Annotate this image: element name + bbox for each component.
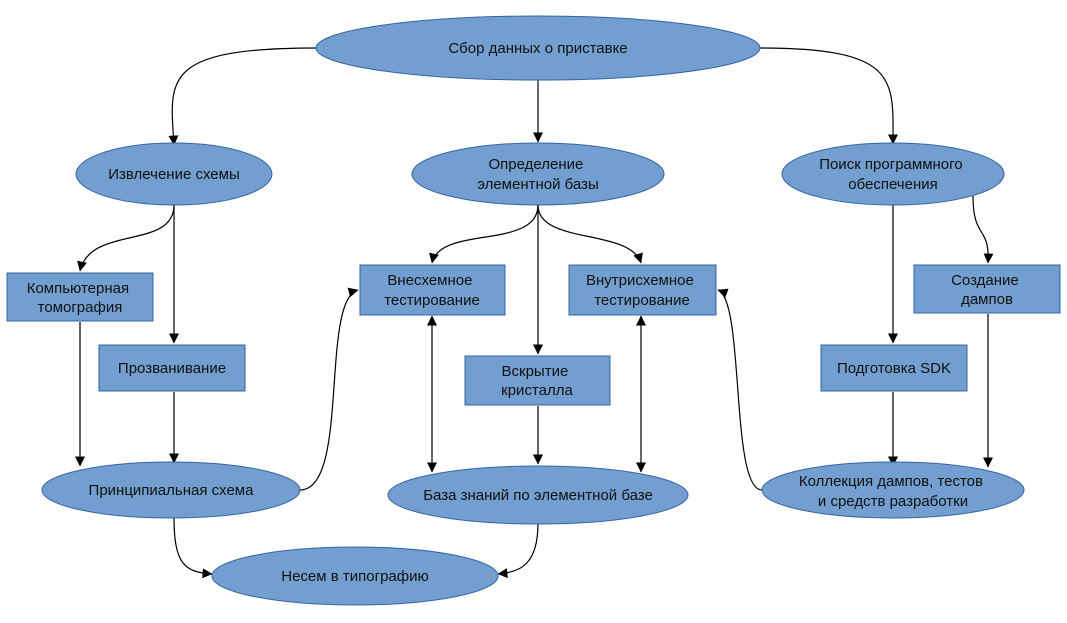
node-label-line: Извлечение схемы [108, 166, 239, 183]
node-principialnaya-shema: Принципиальная схема [41, 461, 301, 519]
svg-text:Подготовка SDK: Подготовка SDK [837, 360, 951, 377]
node-label-line: Прозванивание [118, 360, 226, 377]
node-label-line: элементной базы [477, 176, 598, 193]
node-label-line: тестирование [384, 292, 480, 309]
node-label-line: Подготовка SDK [837, 360, 951, 377]
node-label-line: кристалла [501, 382, 573, 399]
node-poisk-po: Поиск программного обеспечения [781, 142, 1005, 206]
node-baza-znaniy: База знаний по элементной базе [387, 465, 689, 525]
node-label-line: тестирование [594, 292, 690, 309]
edges [75, 47, 994, 579]
svg-text:База знаний по элементной базе: База знаний по элементной базе [423, 487, 653, 504]
edge-izvlechenie-to-tomografiya [77, 204, 175, 272]
node-vneshemnoe-testirovanie: Внесхемное тестирование [359, 264, 506, 316]
edge-sbor-to-izvlechenie [168, 47, 317, 146]
edge-kollekciya-to-vnutrishemnoe [717, 288, 763, 491]
node-shape [98, 344, 246, 392]
edge-principialnaya-to-vneshemnoe [299, 287, 359, 491]
node-label-line: База знаний по элементной базе [423, 487, 653, 504]
node-shape [41, 461, 301, 519]
node-label-line: Внутрисхемное [586, 272, 694, 289]
node-shape [761, 461, 1025, 519]
svg-text:Коллекция дампов, тестов: Коллекция дампов, тестов и средств разра… [799, 473, 987, 510]
svg-text:Принципиальная схема: Принципиальная схема [89, 482, 255, 499]
node-shape [315, 15, 761, 81]
nodes: Сбор данных о приставке Извлечение схемы… [6, 15, 1061, 606]
node-izvlechenie-shemy: Извлечение схемы [75, 142, 273, 206]
node-label-line: и средств разработки [818, 493, 968, 510]
node-label-line: Создание [951, 272, 1019, 289]
node-vnutrishemnoe-testirovanie: Внутрисхемное тестирование [568, 264, 717, 316]
node-sozdanie-dampov: Создание дампов [913, 264, 1061, 314]
edge-sbor-to-poisk [759, 47, 899, 145]
svg-text:Внутрисхемное тестиров: Внутрисхемное тестирование [586, 272, 698, 309]
svg-text:Создание дампов: Создание дампов [951, 272, 1023, 308]
node-shape [464, 355, 611, 406]
svg-text:Поиск программного обе: Поиск программного обеспечения [819, 156, 967, 193]
node-label-line: томография [38, 299, 123, 316]
node-label-line: Несем в типографию [281, 568, 428, 585]
edge-poisk-to-sozdanie [972, 195, 994, 264]
edge-opredelenie-to-vneshemnoe [429, 204, 539, 264]
node-kompyuternaya-tomografiya: Компьютерная томография [6, 272, 154, 322]
node-prozvanivanie: Прозванивание [98, 344, 246, 392]
svg-text:Извлечение схемы: Извлечение схемы [108, 166, 239, 183]
node-vskrytie-kristalla: Вскрытие кристалла [464, 355, 611, 406]
svg-text:Компьютерная томографи: Компьютерная томография [27, 280, 134, 316]
edge-opredelenie-to-vnutrishemnoe [537, 204, 643, 264]
node-label-line: дампов [961, 291, 1013, 308]
node-label-line: Вскрытие [502, 363, 569, 380]
svg-text:Прозванивание: Прозванивание [118, 360, 226, 377]
node-podgotovka-sdk: Подготовка SDK [820, 344, 968, 392]
svg-text:Сбор данных о приставке: Сбор данных о приставке [448, 40, 627, 57]
node-label-line: Коллекция дампов, тестов [799, 473, 983, 490]
node-shape [75, 142, 273, 206]
svg-text:Внесхемное тестировани: Внесхемное тестирование [384, 272, 480, 309]
node-shape [568, 264, 717, 316]
svg-text:Определение элементной: Определение элементной базы [477, 156, 598, 193]
node-sbor-dannyh: Сбор данных о приставке [315, 15, 761, 81]
node-label-line: Сбор данных о приставке [448, 40, 627, 57]
edge-baza-to-nesem [497, 522, 539, 579]
node-label-line: обеспечения [848, 176, 938, 193]
node-label-line: Внесхемное [387, 272, 472, 289]
node-nesem-v-tipografiyu: Несем в типографию [211, 546, 499, 606]
svg-text:Несем в типографию: Несем в типографию [281, 568, 428, 585]
node-shape [411, 142, 665, 206]
node-label-line: Определение [488, 156, 583, 173]
node-label-line: Компьютерная [27, 280, 129, 297]
node-shape [6, 272, 154, 322]
node-shape [387, 465, 689, 525]
edge-principialnaya-to-nesem [173, 516, 213, 579]
node-shape [211, 546, 499, 606]
node-shape [781, 142, 1005, 206]
node-shape [913, 264, 1061, 314]
node-label-line: Поиск программного [819, 156, 962, 173]
node-kollekciya-dampov: Коллекция дампов, тестов и средств разра… [761, 461, 1025, 519]
node-opredelenie-elementnoy-bazy: Определение элементной базы [411, 142, 665, 206]
node-shape [820, 344, 968, 392]
node-shape [359, 264, 506, 316]
node-label-line: Принципиальная схема [89, 482, 255, 499]
svg-text:Вскрытие кристалла: Вскрытие кристалла [501, 363, 573, 399]
